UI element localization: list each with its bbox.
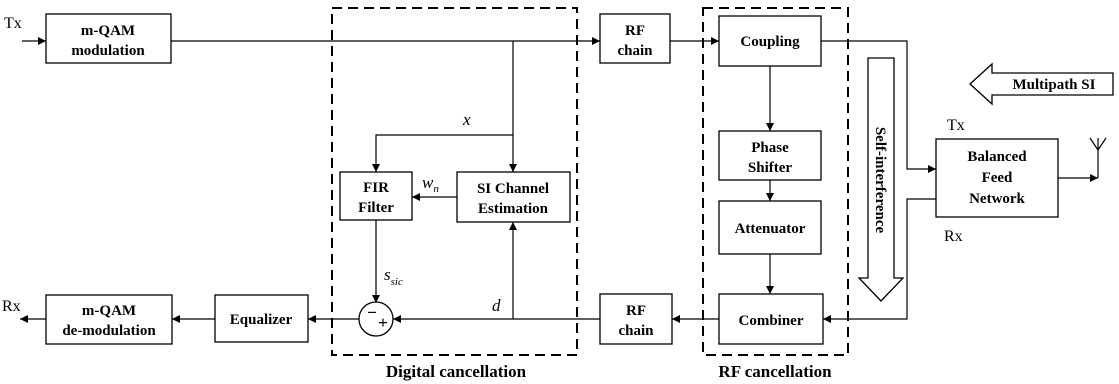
- rf-chain-tx-label-2: chain: [617, 43, 653, 59]
- mqam-modulation-block: m-QAM modulation: [45, 13, 172, 64]
- subtractor-node: − +: [358, 301, 394, 337]
- digital-cancellation-region: [331, 7, 578, 356]
- attenuator-block: Attenuator: [718, 200, 822, 255]
- digital-cancellation-title: Digital cancellation: [386, 362, 527, 381]
- connections: [20, 37, 1099, 323]
- minus-sign: −: [367, 303, 377, 322]
- rx-output-label: Rx: [2, 298, 21, 315]
- balanced-feed-network-block: Balanced Feed Network: [935, 138, 1059, 218]
- self-interference-arrow: Self-interference: [857, 57, 905, 302]
- si-channel-estimation-label-1: SI Channel: [477, 181, 549, 197]
- antenna-icon: [1089, 137, 1107, 151]
- rf-chain-rx-block: RF chain: [599, 293, 673, 345]
- fir-filter-label-2: Filter: [358, 200, 394, 216]
- fir-filter-label-1: FIR: [363, 180, 389, 196]
- rf-chain-tx-label-1: RF: [625, 23, 645, 39]
- combiner-label: Combiner: [739, 313, 804, 329]
- fir-filter-block: FIR Filter: [339, 171, 413, 221]
- rf-chain-tx-block: RF chain: [599, 13, 671, 64]
- antenna-tx-label: Tx: [947, 117, 965, 134]
- equalizer-label: Equalizer: [230, 312, 293, 328]
- coupling-block: Coupling: [718, 15, 822, 67]
- signal-w-label: wn: [422, 173, 439, 195]
- attenuator-label: Attenuator: [735, 221, 806, 237]
- phase-shifter-label-2: Shifter: [748, 160, 793, 176]
- multipath-si-arrow: Multipath SI: [969, 62, 1114, 106]
- equalizer-block: Equalizer: [214, 294, 309, 343]
- mqam-demodulation-label-1: m-QAM: [82, 303, 136, 319]
- mqam-modulation-label-2: modulation: [71, 43, 145, 59]
- balanced-feed-label-2: Feed: [982, 170, 1013, 186]
- tx-input-label: Tx: [4, 15, 22, 32]
- mqam-demodulation-block: m-QAM de-modulation: [45, 294, 173, 345]
- plus-sign: +: [378, 313, 388, 332]
- combiner-block: Combiner: [718, 293, 824, 345]
- mqam-demodulation-label-2: de-modulation: [62, 323, 156, 339]
- signal-x-label: x: [462, 110, 471, 129]
- signal-d-label: d: [492, 296, 501, 315]
- self-interference-label: Self-interference: [872, 127, 888, 234]
- mqam-modulation-label-1: m-QAM: [81, 23, 135, 39]
- multipath-si-label: Multipath SI: [1013, 77, 1096, 93]
- balanced-feed-label-3: Network: [969, 191, 1025, 207]
- si-channel-estimation-block: SI Channel Estimation: [456, 171, 571, 223]
- rf-chain-rx-label-2: chain: [618, 323, 654, 339]
- coupling-label: Coupling: [740, 34, 800, 50]
- balanced-feed-label-1: Balanced: [967, 149, 1027, 165]
- phase-shifter-label-1: Phase: [751, 140, 789, 156]
- rf-cancellation-title: RF cancellation: [718, 362, 832, 381]
- antenna-rx-label: Rx: [944, 228, 963, 245]
- signal-s-label: ssic: [384, 265, 403, 288]
- si-channel-estimation-label-2: Estimation: [478, 201, 549, 217]
- rf-cancellation-region: [702, 7, 849, 356]
- rf-chain-rx-label-1: RF: [626, 303, 646, 319]
- phase-shifter-block: Phase Shifter: [718, 130, 822, 181]
